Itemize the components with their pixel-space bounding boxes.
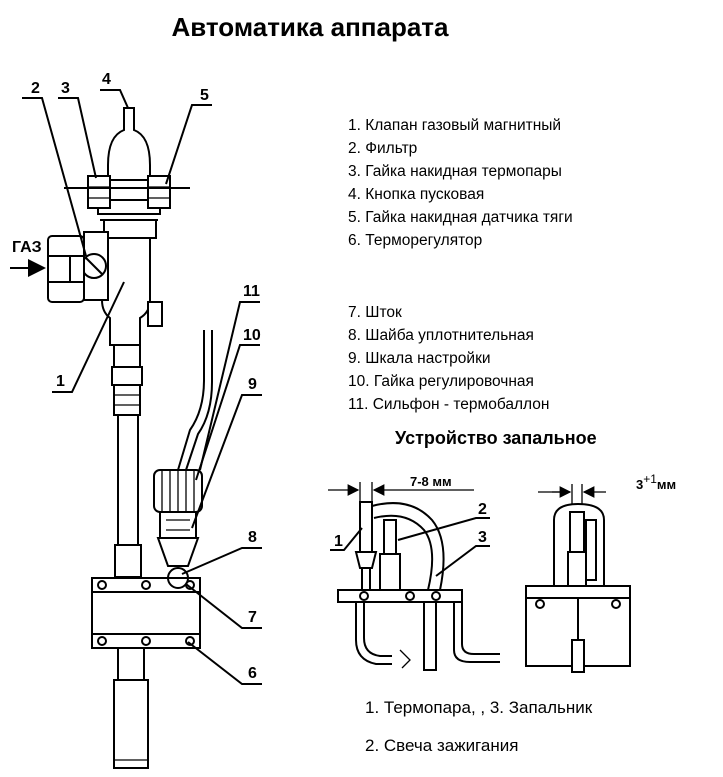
legend-item: 10. Гайка регулировочная [348,373,534,390]
legend-item: 6. Терморегулятор [348,232,483,249]
legend-item: 9. Шкала настройки [348,350,491,367]
callout-10: 10 [243,327,261,344]
callout-9: 9 [248,376,257,393]
gas-label: ГАЗ [12,239,42,256]
igniter-leaders: 1 2 3 [330,501,490,577]
callout-3: 3 [61,80,70,97]
callout-2: 2 [31,80,40,97]
legend-item: 3. Гайка накидная термопары [348,163,562,180]
gap-dimension-left: 7-8 мм [410,474,452,489]
legend-item: 1. Клапан газовый магнитный [348,117,562,134]
callout-5: 5 [200,87,209,104]
legend-item: 7. Шток [348,304,402,321]
callout-8: 8 [248,529,257,546]
igniter-caption-2: 2. Свеча зажигания [365,736,519,755]
callout-4: 4 [102,71,111,88]
main-leaders [22,89,262,685]
page-title: Автоматика аппарата [171,12,449,42]
callout-1: 1 [56,373,65,390]
legend-item: 2. Фильтр [348,140,418,157]
legend-secondary: 7. Шток 8. Шайба уплотнительная 9. Шкала… [348,301,549,416]
callout-6: 6 [248,665,257,682]
igniter-side-view: 7-8 мм [328,474,500,671]
igniter-front-view: 3+1мм [525,472,676,673]
igniter-callout-1: 1 [334,533,343,550]
main-callout-numbers: 2 3 4 5 1 11 10 9 8 7 6 [31,71,261,682]
legend-item: 4. Кнопка пусковая [348,186,485,203]
callout-7: 7 [248,609,257,626]
igniter-callout-2: 2 [478,501,487,518]
legend-main: 1. Клапан газовый магнитный 2. Фильтр 3.… [348,114,573,252]
callout-11: 11 [243,283,260,300]
gap-dimension-right: 3+1мм [636,472,676,492]
igniter-subtitle: Устройство запальное [395,428,597,448]
igniter-caption-1: 1. Термопара, , 3. Запальник [365,698,593,717]
main-assembly-drawing: ГАЗ [10,107,213,769]
legend-item: 8. Шайба уплотнительная [348,327,534,344]
legend-item: 5. Гайка накидная датчика тяги [348,209,573,226]
igniter-callout-3: 3 [478,529,487,546]
legend-item: 11. Сильфон - термобаллон [348,396,550,413]
